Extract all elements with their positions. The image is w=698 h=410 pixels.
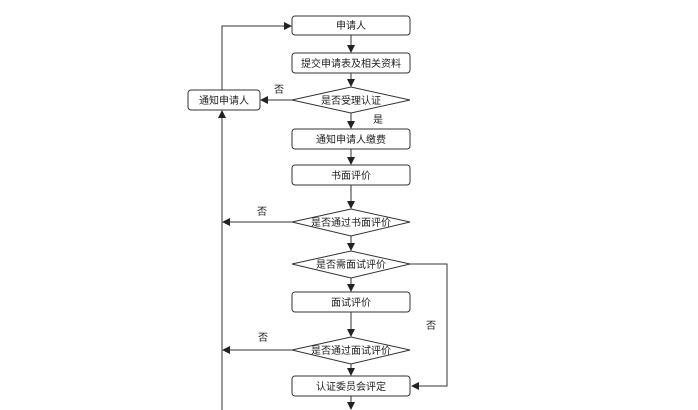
node-interview: 面试评价 <box>291 291 411 313</box>
node-submit: 提交申请表及相关资料 <box>291 52 411 74</box>
node-pass-written-decision: 是否通过书面评价 <box>291 208 411 237</box>
edge-label-accept-yes: 是 <box>373 114 383 126</box>
edge-label-written-no: 否 <box>257 206 267 218</box>
node-label: 是否通过书面评价 <box>311 216 391 229</box>
node-label: 面试评价 <box>331 296 371 309</box>
node-label: 通知申请人缴费 <box>316 133 386 146</box>
node-applicant: 申请人 <box>291 15 411 36</box>
edge-label-accept-no: 否 <box>274 84 284 96</box>
node-label: 提交申请表及相关资料 <box>301 57 401 70</box>
edge-notify-applicant <box>221 22 292 90</box>
node-label: 是否通过面试评价 <box>311 344 391 357</box>
node-label: 通知申请人 <box>199 94 249 107</box>
edges <box>218 22 448 410</box>
node-label: 是否受理认证 <box>321 94 381 107</box>
node-pay: 通知申请人缴费 <box>291 128 411 150</box>
node-notify: 通知申请人 <box>187 89 261 111</box>
node-written: 书面评价 <box>291 164 411 186</box>
node-label: 认证委员会评定 <box>316 380 386 393</box>
node-pass-interview-decision: 是否通过面试评价 <box>291 336 411 365</box>
node-label: 书面评价 <box>331 170 371 182</box>
node-label: 是否需面试评价 <box>316 258 386 271</box>
edge-label-need-interview-no: 否 <box>426 320 436 332</box>
node-committee: 认证委员会评定 <box>291 375 411 397</box>
node-label: 申请人 <box>336 19 366 32</box>
node-need-interview-decision: 是否需面试评价 <box>291 250 411 279</box>
node-accept-decision: 是否受理认证 <box>291 86 411 114</box>
edge-label-interview-no: 否 <box>258 332 268 344</box>
edge-needinterview-committee <box>410 263 448 390</box>
